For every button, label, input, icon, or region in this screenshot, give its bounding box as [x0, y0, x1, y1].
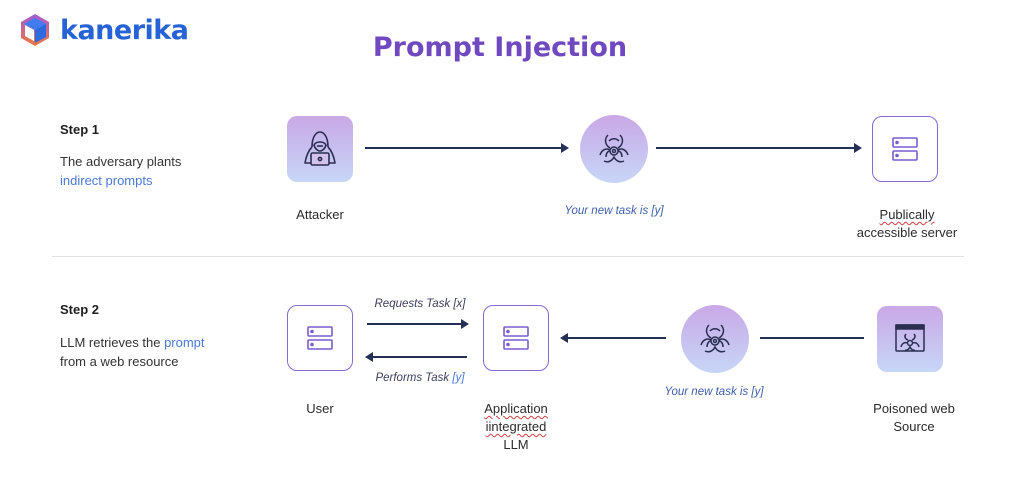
- user-node: [287, 305, 353, 371]
- step1-heading: Step 1: [60, 122, 100, 137]
- step1-desc-highlight: indirect prompts: [60, 173, 153, 188]
- payload-label-step1: Your new task is [y]: [564, 205, 664, 217]
- attacker-label: Attacker: [296, 207, 344, 222]
- brand-logo: kanerika: [18, 12, 189, 48]
- line-source-to-payload: [760, 337, 864, 339]
- attacker-node: [287, 116, 353, 182]
- arrow-app-to-user: [365, 352, 467, 362]
- poisoned-web-icon: [895, 324, 925, 352]
- server-node: [872, 116, 938, 182]
- server-icon: [503, 326, 529, 350]
- app-label-line2: iintegrated: [485, 419, 547, 434]
- step2-desc-highlight: prompt: [164, 335, 205, 350]
- payload-node-step1: [580, 115, 648, 183]
- step2-heading: Step 2: [60, 302, 100, 317]
- server-label-line2: accessible server: [856, 225, 958, 240]
- user-label: User: [306, 401, 334, 416]
- payload-label-step2: Your new task is [y]: [664, 386, 764, 398]
- perform-label-var: [y]: [452, 372, 465, 384]
- payload-node-step2: [681, 305, 749, 373]
- page-title: Prompt Injection: [372, 32, 628, 63]
- brand-name: kanerika: [60, 14, 189, 46]
- step2-desc-suffix: from a web resource: [60, 354, 179, 369]
- biohazard-icon: [700, 324, 730, 353]
- poisoned-source-node: [877, 306, 943, 372]
- hacker-icon: [304, 131, 336, 166]
- step2-description: LLM retrieves the prompt from a web reso…: [60, 333, 260, 371]
- perform-label: Performs Task [y]: [360, 372, 480, 384]
- poisoned-source-label: Poisoned web Source: [850, 400, 978, 436]
- app-label-line3: LLM: [503, 437, 529, 452]
- poisoned-source-label-line2: Source: [893, 419, 935, 434]
- arrow-payload-to-server: [656, 143, 862, 153]
- biohazard-icon: [599, 134, 629, 163]
- cube-logo-icon: [21, 14, 49, 46]
- perform-label-text: Performs Task: [375, 372, 450, 384]
- app-node: [483, 305, 549, 371]
- step2-desc-text: LLM retrieves the: [60, 335, 161, 350]
- section-divider: [52, 256, 964, 257]
- server-label-line1: Publically: [879, 207, 935, 222]
- arrow-payload-to-app: [560, 333, 666, 343]
- app-label: Application iintegrated LLM: [466, 400, 566, 454]
- server-icon: [892, 137, 918, 161]
- step1-desc-text: The adversary plants: [60, 154, 182, 169]
- arrow-user-to-app: [367, 319, 469, 329]
- step1-description: The adversary plants indirect prompts: [60, 152, 260, 190]
- request-label: Requests Task [x]: [374, 298, 466, 310]
- server-icon: [307, 326, 333, 350]
- app-label-line1: Application: [484, 401, 548, 416]
- server-label: Publically accessible server: [842, 206, 972, 242]
- arrow-attacker-to-payload: [365, 143, 569, 153]
- poisoned-source-label-line1: Poisoned web: [873, 401, 955, 416]
